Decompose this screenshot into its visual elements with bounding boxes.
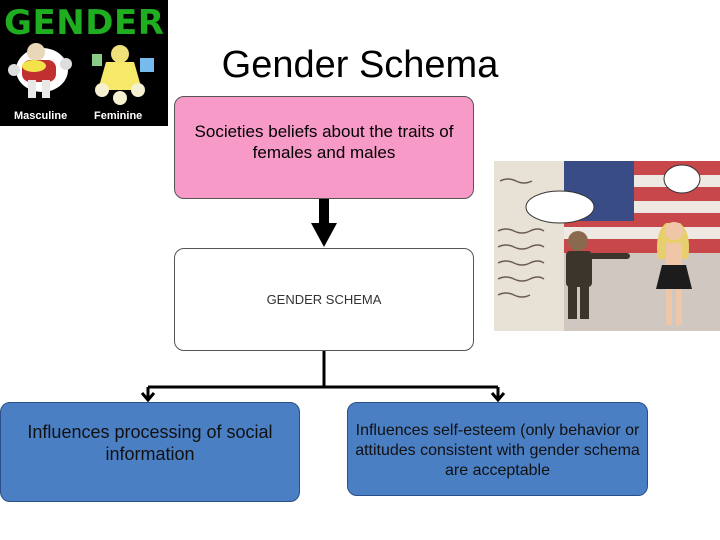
societal-beliefs-box: Societies beliefs about the traits of fe… xyxy=(174,96,474,199)
societal-beliefs-text: Societies beliefs about the traits of fe… xyxy=(194,122,454,162)
gender-logo: G E N D E R Masculine Feminine xyxy=(0,0,168,126)
logo-letter: D xyxy=(85,3,114,43)
logo-label-masculine: Masculine xyxy=(14,110,68,122)
social-information-text: Influences processing of social informat… xyxy=(27,422,273,464)
arrow-head-right xyxy=(490,392,506,403)
logo-letter: E xyxy=(113,3,138,43)
logo-label-feminine: Feminine xyxy=(94,110,143,122)
arrow-head-left xyxy=(140,392,156,403)
arrow-shaft xyxy=(319,199,329,223)
logo-letter: G xyxy=(4,3,32,43)
logo-letter: R xyxy=(137,3,164,43)
logo-cartoon-art xyxy=(8,43,154,105)
self-esteem-box: Influences self-esteem (only behavior or… xyxy=(347,402,648,496)
logo-letter: N xyxy=(56,3,85,43)
arrow-head-down xyxy=(311,223,337,247)
logo-letter: E xyxy=(32,3,56,43)
slide-title: Gender Schema xyxy=(221,44,499,86)
gender-schema-text: GENDER SCHEMA xyxy=(266,292,382,307)
gender-schema-box: GENDER SCHEMA xyxy=(174,248,474,351)
logo-word: G E N D E R xyxy=(0,6,168,40)
social-information-box: Influences processing of social informat… xyxy=(0,402,300,502)
soldier-doll-photo xyxy=(494,161,720,331)
self-esteem-text: Influences self-esteem (only behavior or… xyxy=(355,422,640,479)
